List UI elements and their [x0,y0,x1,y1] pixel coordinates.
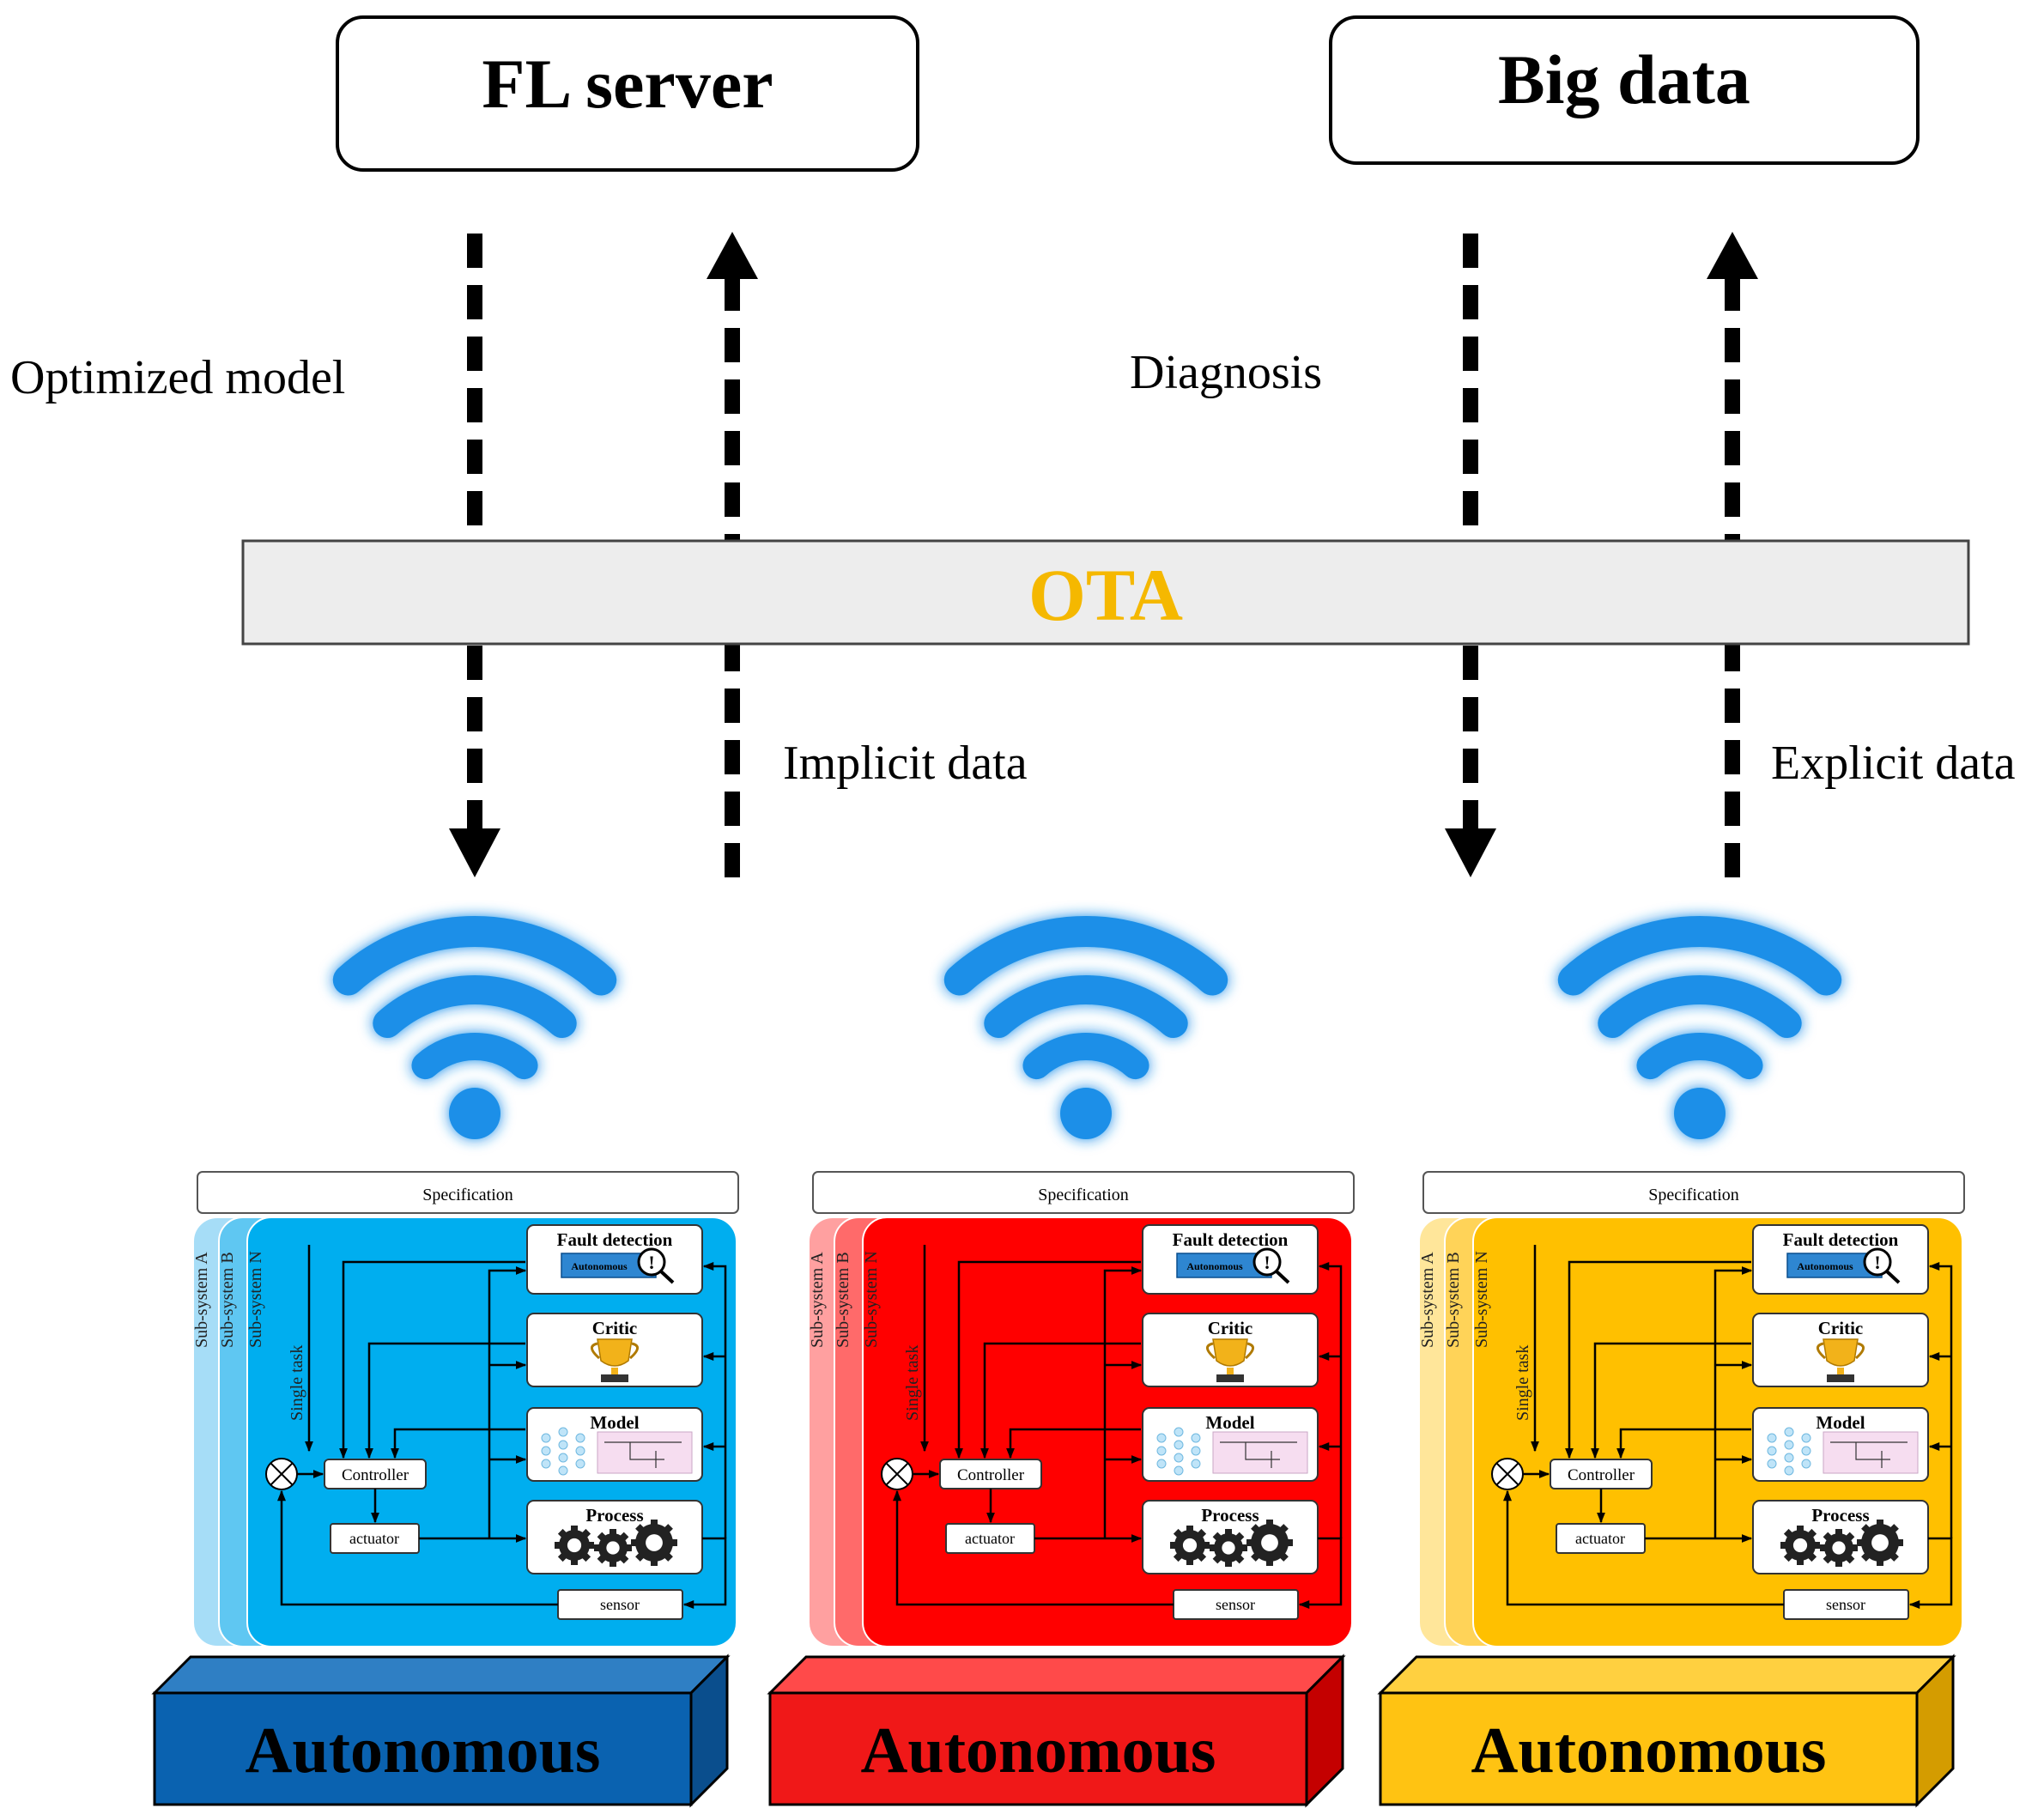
fault-detection-icon: Autonomous! [1176,1247,1290,1284]
ota-label: OTA [1028,554,1183,636]
neural-network-icon [1767,1427,1919,1476]
actuator-label: actuator [1575,1530,1625,1547]
actuator-label: actuator [965,1530,1015,1547]
svg-text:!: ! [648,1252,654,1273]
sensor-label: sensor [1826,1596,1865,1613]
specification-label: Specification [1038,1186,1129,1204]
controller-label: Controller [957,1466,1025,1484]
svg-text:Autonomous: Autonomous [571,1260,628,1272]
gears-icon [555,1520,677,1567]
svg-text:!: ! [1874,1252,1880,1273]
ota-bar: OTA [241,539,1970,646]
specification-bar [1422,1171,1965,1214]
subsystem-layer-label: Sub-system N [1472,1251,1491,1348]
fault-detection-icon: Autonomous! [1786,1247,1901,1284]
gears-icon [1170,1520,1293,1567]
subsystem-layer-label: Sub-system A [192,1252,211,1348]
autonomous-block: Autonomous [1377,1653,1956,1808]
explicit-data-arrowhead [1707,232,1758,279]
autonomous-label: Autonomous [1471,1714,1827,1787]
single-task-label: Single task [288,1345,306,1421]
wifi-icon [943,916,1228,1139]
model-block-label: Model [1816,1412,1865,1433]
subsystem-layer-label: Sub-system A [808,1252,827,1348]
svg-text:!: ! [1264,1252,1270,1273]
diagnosis-label: Diagnosis [1130,346,1322,399]
trophy-icon [591,1338,639,1382]
specification-label: Specification [422,1186,513,1204]
big-data-label: Big data [1498,40,1750,118]
implicit-data-label: Implicit data [783,737,1028,790]
subsystem-layer-label: Sub-system B [834,1252,852,1348]
critic-block-label: Critic [1208,1318,1252,1338]
neural-network-icon [1156,1427,1308,1476]
summing-junction-icon [1491,1458,1524,1490]
controller-label: Controller [1568,1466,1635,1484]
subsystem-layer-label: Sub-system A [1418,1252,1437,1348]
control-loop-wiring [893,1245,1343,1609]
gears-icon [1780,1520,1903,1567]
process-block-label: Process [585,1505,643,1526]
svg-text:Autonomous: Autonomous [1797,1260,1853,1272]
implicit-data-arrowhead [707,232,758,279]
arrow-heads [449,232,1758,877]
sensor-label: sensor [600,1596,640,1613]
data-flow-arrows [467,234,1740,877]
trophy-icon [1206,1338,1254,1382]
control-loop-wiring [1503,1245,1953,1609]
autonomous-label: Autonomous [246,1714,601,1787]
sensor-label: sensor [1216,1596,1255,1613]
specification-label: Specification [1648,1186,1739,1204]
specification-bar [812,1171,1355,1214]
neural-network-icon [541,1427,693,1476]
optimized-model-label: Optimized model [10,351,345,404]
fault-detection-block-label: Fault detection [557,1229,673,1250]
trophy-icon [1817,1338,1865,1382]
controller-label: Controller [342,1466,409,1484]
model-block-label: Model [590,1412,639,1433]
model-block-label: Model [1205,1412,1254,1433]
autonomous-block: Autonomous [151,1653,731,1808]
diagnosis-arrowhead [1445,828,1496,877]
critic-block-label: Critic [1818,1318,1863,1338]
fl-server-label: FL server [482,45,773,123]
subsystem-layer-label: Sub-system N [862,1251,881,1348]
optimized-model-arrowhead [449,828,500,877]
process-block-label: Process [1811,1505,1869,1526]
single-task-label: Single task [1513,1345,1532,1421]
explicit-data-label: Explicit data [1771,737,2016,790]
autonomous-label: Autonomous [861,1714,1216,1787]
summing-junction-icon [265,1458,298,1490]
process-block-label: Process [1201,1505,1259,1526]
wifi-icon [332,916,617,1139]
subsystem-layer-label: Sub-system B [1444,1252,1463,1348]
actuator-label: actuator [349,1530,399,1547]
wifi-icon [1557,916,1842,1139]
fault-detection-icon: Autonomous! [561,1247,675,1284]
svg-text:Autonomous: Autonomous [1186,1260,1243,1272]
fl-server-box: FL server [336,15,919,172]
summing-junction-icon [881,1458,913,1490]
autonomous-block: Autonomous [767,1653,1346,1808]
control-loop-wiring [277,1245,727,1609]
fault-detection-block-label: Fault detection [1173,1229,1289,1250]
big-data-box: Big data [1329,15,1920,165]
single-task-label: Single task [903,1345,922,1421]
critic-block-label: Critic [592,1318,637,1338]
fault-detection-block-label: Fault detection [1783,1229,1899,1250]
subsystem-layer-label: Sub-system N [246,1251,265,1348]
specification-bar [197,1171,739,1214]
subsystem-layer-label: Sub-system B [218,1252,237,1348]
